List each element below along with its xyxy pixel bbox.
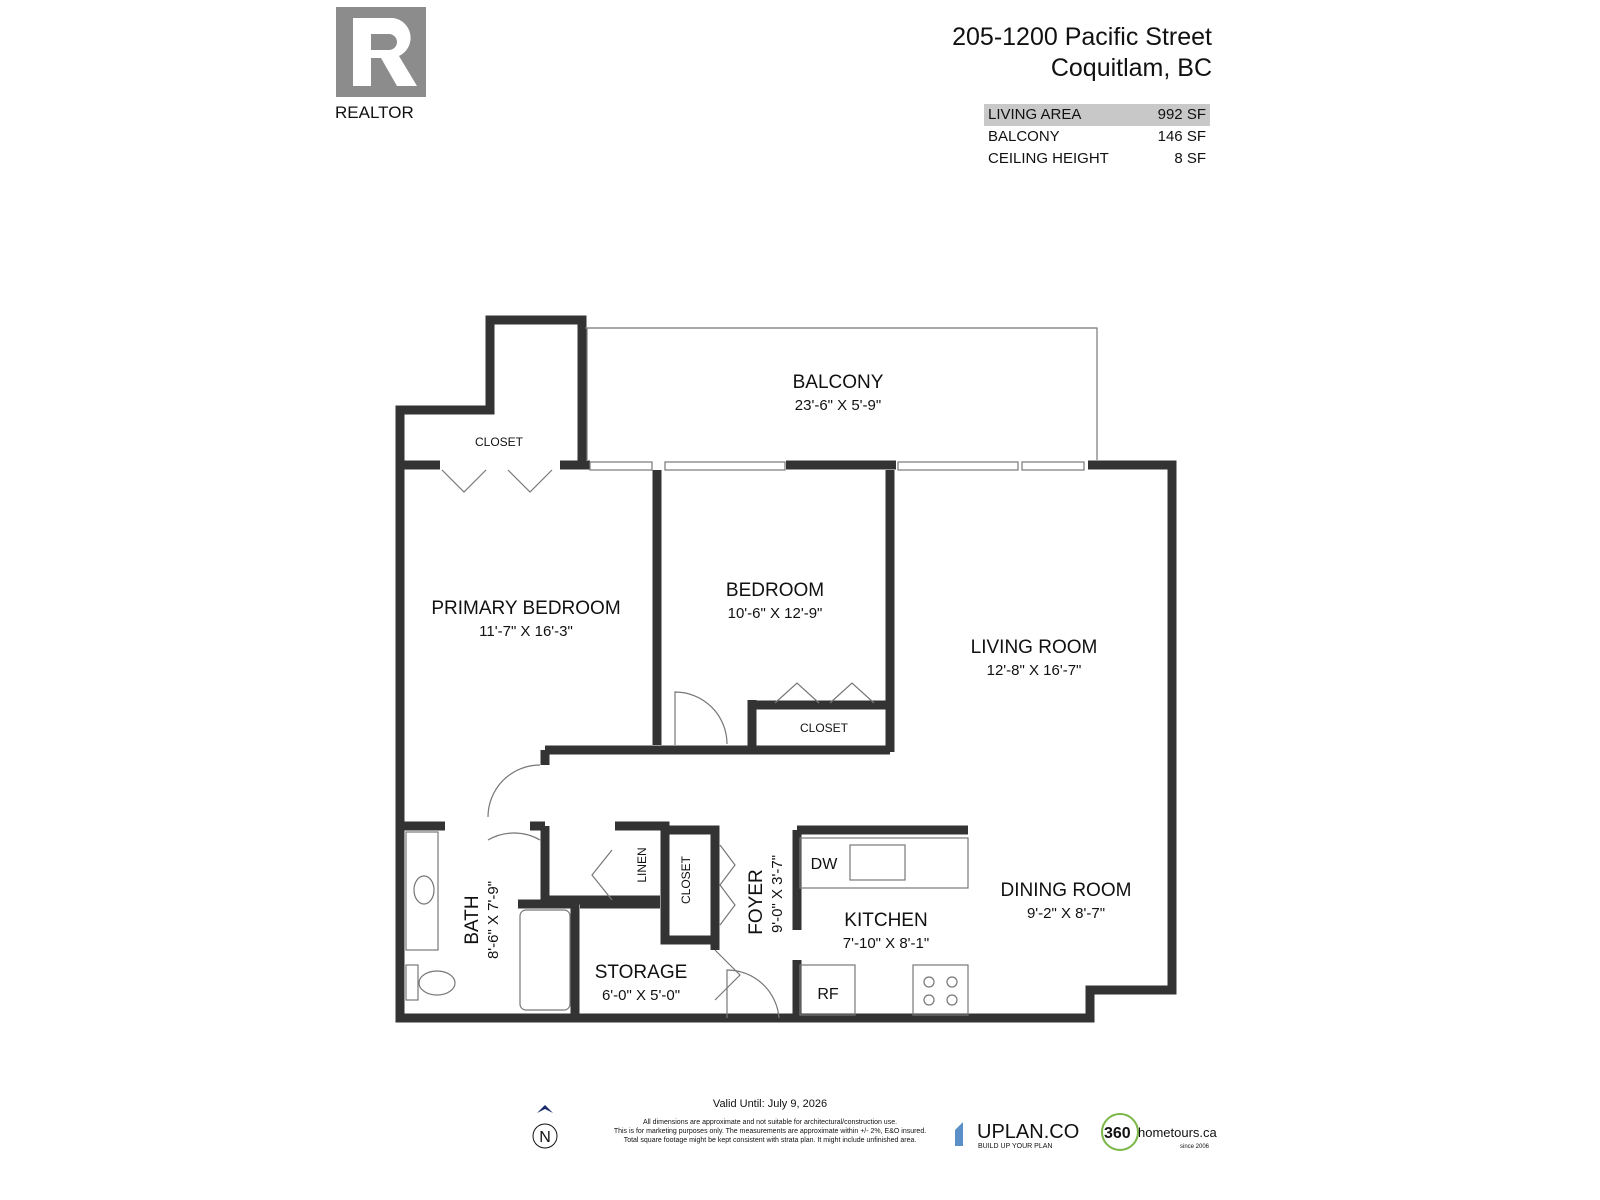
balcony-railing (585, 327, 1098, 460)
spec-value: 146 SF (1157, 128, 1206, 145)
hometours-tagline: since 2006 (1180, 1144, 1210, 1150)
bifold-door (774, 682, 875, 704)
fridge-label: RF (817, 986, 839, 1003)
fixtures (405, 327, 1098, 1019)
swing-door (674, 691, 728, 745)
closet-label: CLOSET (475, 435, 524, 449)
dining-room-label: DINING ROOM (1001, 880, 1132, 901)
balcony-label: BALCONY (793, 372, 884, 393)
window (1021, 461, 1085, 471)
address-line2: Coquitlam, BC (1050, 54, 1212, 82)
address-line1: 205-1200 Pacific Street (952, 23, 1212, 51)
counter (799, 837, 969, 889)
disclaimer-line: All dimensions are approximate and not s… (642, 1119, 898, 1126)
kitchen-label: KITCHEN (844, 910, 927, 931)
hometours-icon (1101, 1113, 1139, 1151)
realtor-logo-icon: REALTOR (335, 7, 426, 122)
uplan-icon (955, 1122, 963, 1146)
bifold-door (591, 844, 741, 1001)
bathtub (519, 909, 571, 1011)
storage-label: STORAGE (595, 962, 688, 983)
dishwasher-label: DW (811, 856, 839, 873)
swing-door (487, 764, 541, 841)
stove (912, 964, 969, 1016)
linen-label: LINEN (635, 847, 649, 882)
spec-value: 8 SF (1174, 150, 1206, 167)
vanity (405, 831, 439, 951)
living-room-dims: 12'-8" X 16'-7" (987, 662, 1082, 679)
window (589, 461, 653, 471)
foyer-dims: 9'-0" X 3'-7" (769, 855, 786, 933)
hometours-number: 360 (1104, 1125, 1131, 1142)
uplan-tagline: BUILD UP YOUR PLAN (978, 1143, 1052, 1150)
disclaimer-line: This is for marketing purposes only. The… (613, 1128, 927, 1135)
realtor-logo: REALTOR (335, 6, 435, 129)
bifold-door (441, 469, 553, 493)
kitchen-dims: 7'-10" X 8'-1" (843, 935, 929, 952)
spec-label: CEILING HEIGHT (988, 150, 1109, 167)
spec-row: LIVING AREA 992 SF (984, 104, 1210, 126)
disclaimer-line: Total square footage might be kept consi… (623, 1137, 917, 1144)
address: 205-1200 Pacific Street Coquitlam, BC (952, 22, 1212, 84)
compass-label: N (539, 1129, 551, 1146)
footer-notes: Valid Until: July 9, 2026 All dimensions… (580, 1098, 960, 1145)
entry-door (726, 969, 780, 1019)
specs-table: LIVING AREA 992 SF BALCONY 146 SF CEILING … (984, 104, 1210, 170)
hometours-text: hometours.ca (1138, 1125, 1218, 1140)
foyer-label: FOYER (746, 869, 767, 934)
bath-dims: 8'-6" X 7'-9" (485, 881, 502, 959)
compass-icon: N (532, 1105, 558, 1149)
walls (395, 315, 1177, 1023)
closet-label: CLOSET (679, 855, 693, 904)
spec-row: BALCONY 146 SF (984, 126, 1210, 148)
dining-room-dims: 9'-2" X 8'-7" (1027, 905, 1105, 922)
spec-label: BALCONY (988, 128, 1060, 145)
realtor-logo-text: REALTOR (335, 103, 414, 122)
living-room-label: LIVING ROOM (971, 637, 1098, 658)
bath-label: BATH (462, 895, 483, 944)
storage-dims: 6'-0" X 5'-0" (602, 987, 680, 1004)
toilet (418, 970, 456, 996)
fridge (799, 964, 856, 1016)
bedroom-dims: 10'-6" X 12'-9" (728, 605, 823, 622)
balcony-dims: 23'-6" X 5'-9" (795, 397, 881, 414)
window (897, 461, 1019, 471)
sink (849, 844, 906, 881)
uplan-text: UPLAN.CO (977, 1121, 1079, 1143)
spec-value: 992 SF (1157, 106, 1206, 123)
window (664, 461, 786, 471)
spec-label: LIVING AREA (988, 106, 1082, 123)
primary-bedroom-label: PRIMARY BEDROOM (431, 598, 620, 619)
bedroom-label: BEDROOM (726, 580, 824, 601)
uplan-logo: UPLAN.CO BUILD UP YOUR PLAN (955, 1121, 1079, 1150)
room-labels: BALCONY 23'-6" X 5'-9" CLOSET PRIMARY BE… (431, 372, 1131, 1004)
spec-row: CEILING HEIGHT 8 SF (984, 148, 1210, 170)
primary-bedroom-dims: 11'-7" X 16'-3" (479, 623, 573, 640)
valid-until: Valid Until: July 9, 2026 (712, 1098, 828, 1110)
hometours-logo: 360 hometours.ca since 2006 (1101, 1113, 1218, 1151)
closet-label: CLOSET (800, 721, 849, 735)
